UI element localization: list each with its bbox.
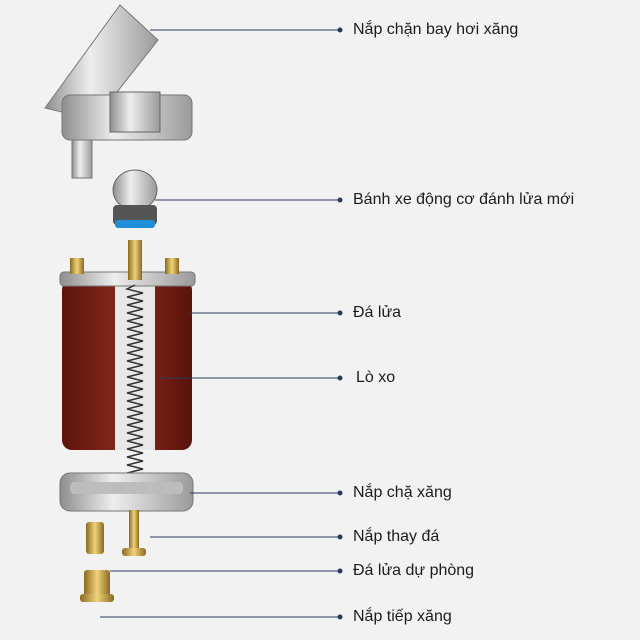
label-refuel-cap: Nắp tiếp xăng [353, 608, 452, 625]
evaporation-cap-part [44, 4, 193, 179]
label-fuel-cap: Nắp chặ xăng [353, 484, 452, 501]
small-parts [80, 510, 146, 602]
leader-lines [100, 27, 343, 620]
ignition-wheel-part [112, 169, 158, 228]
label-evaporation-cap: Nắp chặn bay hơi xăng [353, 21, 519, 38]
lighter-body-part [59, 240, 196, 474]
label-ignition-wheel: Bánh xe động cơ đánh lửa mới [353, 191, 575, 208]
fuel-tank-cap-part [59, 472, 194, 512]
label-flint-cap: Nắp thay đá [353, 528, 440, 545]
label-flint: Đá lửa [353, 304, 402, 321]
label-spring: Lò xo [356, 369, 396, 386]
label-spare-flint: Đá lửa dự phòng [353, 562, 475, 579]
